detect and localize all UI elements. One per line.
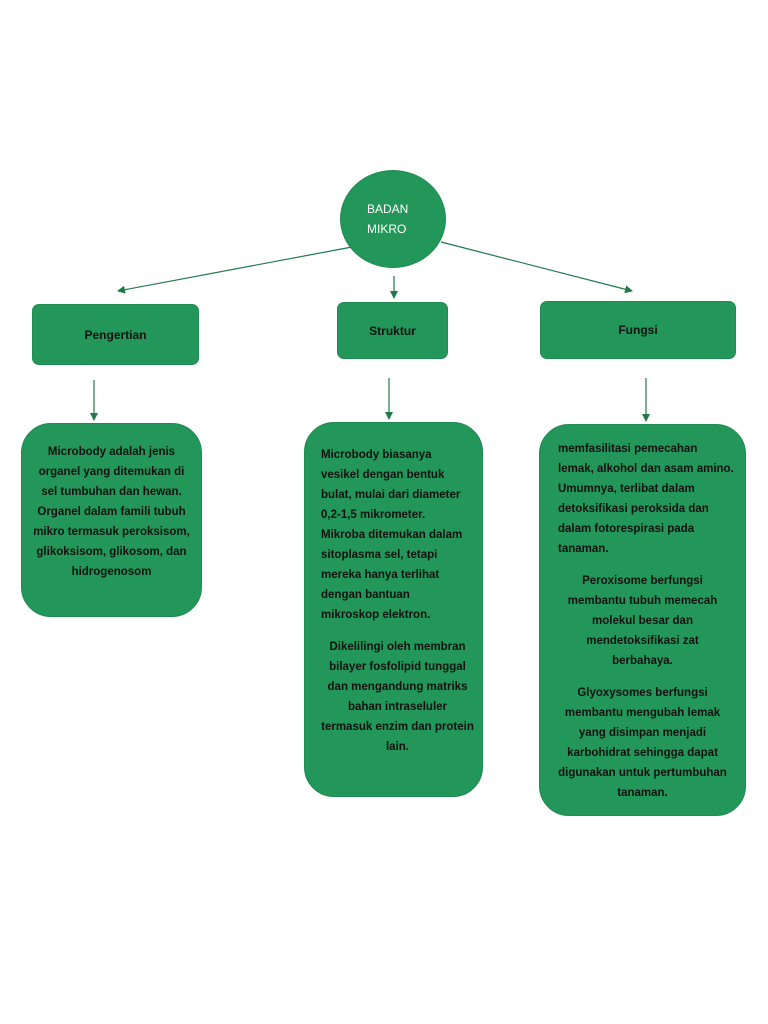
pengertian-text: Microbody adalah jenis organel yang dite…	[33, 446, 190, 578]
struktur-paragraph-1: Microbody biasanya vesikel dengan bentuk…	[321, 449, 463, 621]
fungsi-paragraph-1: memfasilitasi pemecahan lemak, alkohol d…	[558, 443, 734, 555]
root-node-badan-mikro: BADAN MIKRO	[340, 170, 446, 268]
content-box-pengertian: Microbody adalah jenis organel yang dite…	[21, 423, 202, 617]
fungsi-paragraph-3: Glyoxysomes berfungsi membantu mengubah …	[558, 687, 727, 799]
header-label: Fungsi	[618, 323, 658, 337]
header-struktur: Struktur	[337, 302, 448, 359]
struktur-paragraph-2: Dikelilingi oleh membran bilayer fosfoli…	[321, 641, 474, 753]
fungsi-paragraph-2: Peroxisome berfungsi membantu tubuh meme…	[567, 575, 718, 667]
root-label-line2: MIKRO	[367, 222, 407, 236]
content-box-fungsi: memfasilitasi pemecahan lemak, alkohol d…	[539, 424, 746, 816]
header-label: Pengertian	[84, 327, 147, 342]
header-label: Struktur	[369, 323, 416, 338]
header-fungsi: Fungsi	[540, 301, 736, 359]
content-box-struktur: Microbody biasanya vesikel dengan bentuk…	[304, 422, 483, 797]
arrow-root-to-pengertian	[117, 246, 353, 294]
root-label-line1: BADAN	[367, 202, 409, 216]
arrow-root-to-fungsi	[440, 241, 633, 294]
header-pengertian: Pengertian	[32, 304, 199, 365]
